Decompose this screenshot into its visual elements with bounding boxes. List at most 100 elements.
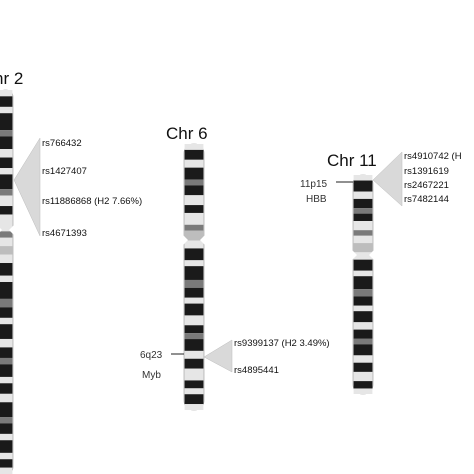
chromosome-band [0,282,13,299]
chromosome-band [353,276,373,290]
chromosome-band [0,214,13,232]
chromosome-band [184,205,204,213]
chromosome-band [184,404,204,410]
chromosome-band [353,180,373,192]
chromosome-band [184,279,204,288]
chromosome-band [353,221,373,231]
chromosome-band [0,275,13,282]
chromosome-band [184,287,204,298]
chr11-title: Chr 11 [327,151,377,170]
chromosome-band [353,259,373,271]
chromosome-band [353,311,373,323]
centromere [183,235,205,245]
chromosome-band [0,459,13,468]
chromosome-band [184,394,204,405]
chromosome-band [0,263,13,276]
chromosome-band [353,191,373,199]
chromosome-band [353,235,373,244]
chromosome-band [0,417,13,424]
chromosome-band [353,213,373,222]
chromosome-band [0,96,13,107]
chromosome-band [353,338,373,345]
chromosome-band [353,344,373,356]
chromosome-band [353,362,373,372]
chromosome-band [184,380,204,389]
chr2-snp-label: rs4671393 [42,228,87,239]
chromosome-band [0,174,13,190]
chr11-bands [352,174,374,395]
chr2-snp-label: rs11886868 (H2 7.66%) [42,196,142,207]
chromosome-band [353,252,373,260]
chromosome-band [353,230,373,236]
chromosome-band [353,175,373,181]
chr2-bands [0,89,14,474]
chromosome-band [0,376,13,384]
centromere [352,250,374,260]
chromosome-band [184,185,204,196]
chromosome-band [0,357,13,365]
chromosome-band [184,167,204,180]
chromosome-band [0,364,13,377]
chromosome-11: Chr 11 rs4910742 (H rs1391619 rs2467221 … [300,151,462,395]
chromosome-band [184,240,204,249]
chr11-snp-label: rs7482144 [404,194,449,205]
chr11-snp-label: rs4910742 (H [404,151,462,162]
chromosome-band [184,195,204,206]
chr2-snp-callout [13,137,41,237]
chromosome-band [0,440,13,453]
chromosome-2: hr 2 rs766432 rs1427407 rs11886868 (H2 7… [0,69,142,474]
chromosome-band [184,230,204,241]
chromosome-band [184,159,204,168]
chromosome-band [184,179,204,186]
chromosome-band [0,452,13,460]
chr6-title: Chr 6 [166,124,208,143]
chromosome-band [184,212,204,225]
chr6-snp-callout [203,339,233,373]
chr11-snp-label: rs1391619 [404,166,449,177]
chromosome-band [0,324,13,339]
chromosome-band [0,338,13,348]
chr6-gene-label: Myb [142,370,161,381]
chromosome-band [184,248,204,261]
chromosome-band [0,254,13,264]
chromosome-band [184,325,204,334]
chromosome-band [0,231,13,238]
chromosome-band [0,195,13,207]
chromosome-band [184,144,204,150]
chr2-snp-label: rs1427407 [42,166,87,177]
chr11-locus-label: 11p15 [300,179,328,190]
chromosome-band [184,297,204,304]
chr11-snp-callout [372,151,403,207]
chromosome-band [0,402,13,418]
chromosome-band [353,270,373,277]
chromosome-band [353,322,373,330]
chromosome-band [0,189,13,196]
chromosome-band [0,467,13,474]
chromosome-band [184,315,204,326]
chr6-locus-label: 6q23 [140,350,163,361]
chromosome-band [0,106,13,114]
chr6-snp-label: rs4895441 [234,365,279,376]
chromosome-band [353,296,373,306]
chromosome-band [353,243,373,253]
chromosome-band [184,339,204,351]
chromosome-band [0,298,13,308]
chr2-snp-label: rs766432 [42,138,82,149]
chromosome-band [0,168,13,175]
chromosome-band [0,90,13,97]
chromosome-band [353,381,373,389]
chromosome-band [353,208,373,214]
chromosome-band [353,388,373,394]
chromosome-band [353,198,373,209]
chromosome-band [184,368,204,381]
chromosome-band [184,350,204,359]
chromosome-band [184,388,204,395]
chromosome-band [0,136,13,150]
chromosome-band [0,393,13,403]
chromosome-band [0,157,13,169]
chromosome-band [184,266,204,280]
chromosome-band [0,130,13,137]
chromosome-band [0,206,13,215]
chromosome-band [0,383,13,394]
